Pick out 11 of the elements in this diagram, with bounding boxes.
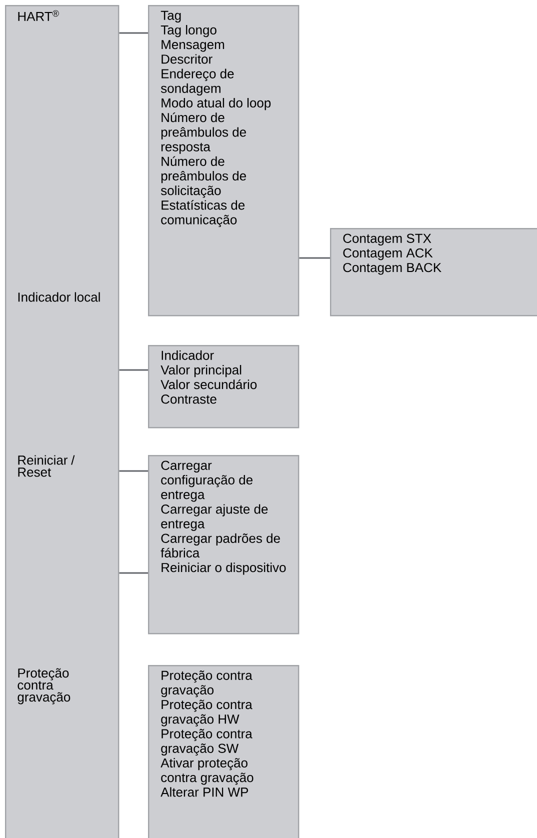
submenu-box: Indicador Valor principal Valor secundário Contraste: [148, 345, 300, 428]
submenu-box: Carregar configuração de entrega Carregar ajuste de entrega Carregar padrões de fábrica Reiniciar o dispositivo: [148, 455, 300, 634]
submenu-box: Proteção contra gravação Proteção contra gravação HW Proteção contra gravação SW Ativar proteção contra gravação Alterar PIN WP: [148, 665, 300, 838]
connector-line: [119, 572, 148, 574]
submenu-box: Tag Tag longo Mensagem Descritor Endereço de sondagem Modo atual do loop Número de preâmbulos de resposta Número de preâmbulos de solicitação Estatísticas de comunicação: [148, 5, 300, 316]
menu-column: HART$^{®}$ Indicador local Reiniciar / Reset Proteção contra gravação: [5, 5, 120, 838]
submenu-box: Contagem STX Contagem ACK Contagem BACK: [330, 228, 537, 316]
connector-line: [119, 369, 148, 371]
connector-line: [119, 32, 148, 34]
connector-line: [119, 470, 148, 472]
connector-line: [299, 257, 330, 259]
